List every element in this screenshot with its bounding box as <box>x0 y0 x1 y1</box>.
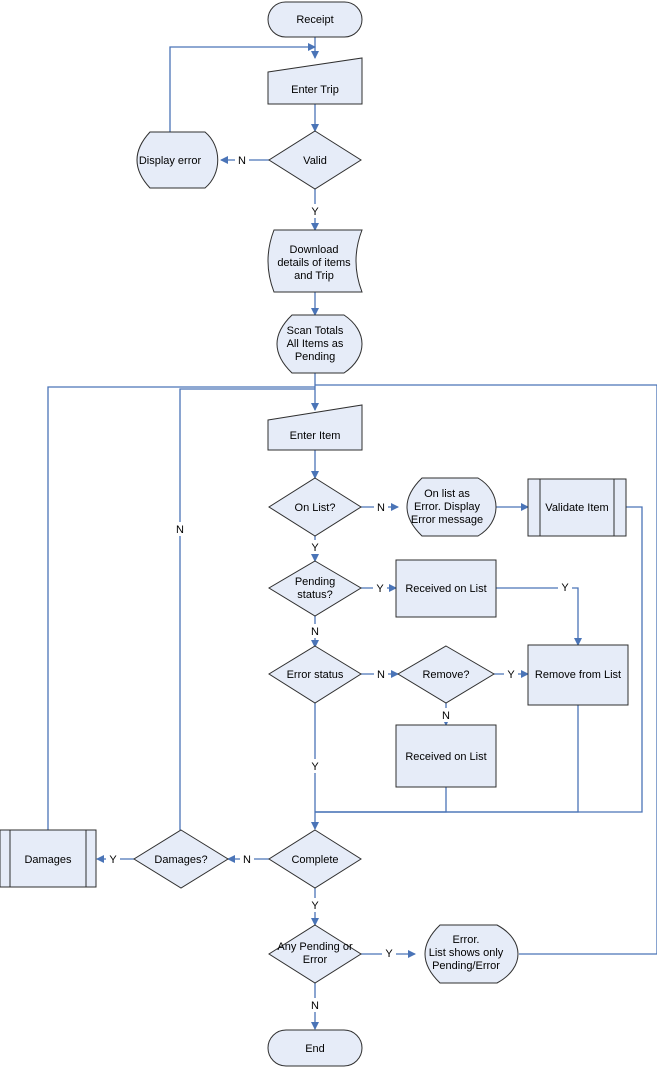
node-receipt[interactable]: Receipt <box>267 1 363 38</box>
node-damages[interactable]: Damages <box>0 829 97 888</box>
edge-received2-merge <box>315 787 447 813</box>
node-label: Pending <box>295 351 335 363</box>
node-enter-trip[interactable]: Enter Trip <box>267 57 363 105</box>
edge-removelist-merge <box>315 705 579 813</box>
node-label: Remove from List <box>535 669 621 681</box>
node-label: On List? <box>295 502 336 514</box>
edge-label: Y <box>376 583 384 595</box>
edge-damagesq-loop <box>179 388 315 830</box>
node-received-on-list-1[interactable]: Received on List <box>395 559 497 618</box>
nodes: Receipt Enter Trip Valid Display error D… <box>0 1 629 1067</box>
node-label: status? <box>297 589 332 601</box>
edge-label: Y <box>561 582 569 594</box>
node-label: Remove? <box>422 669 469 681</box>
node-label: Error <box>303 954 328 966</box>
node-label: details of items <box>277 257 351 269</box>
node-label: Error status <box>287 669 344 681</box>
node-validate-item[interactable]: Validate Item <box>527 478 627 537</box>
edge-damages-loop <box>47 386 315 830</box>
node-received-on-list-2[interactable]: Received on List <box>395 724 497 788</box>
node-remove-from-list[interactable]: Remove from List <box>527 644 629 706</box>
node-complete[interactable]: Complete <box>268 829 362 889</box>
node-valid[interactable]: Valid <box>268 130 362 190</box>
node-label: Pending <box>295 576 335 588</box>
node-label: All Items as <box>287 338 344 350</box>
node-label: List shows only <box>429 947 504 959</box>
edge-label: N <box>176 524 184 536</box>
node-label: Any Pending or <box>277 941 353 953</box>
node-label: Error. <box>453 934 480 946</box>
edge-label: Y <box>311 206 319 218</box>
edge-label: N <box>442 710 450 722</box>
node-remove[interactable]: Remove? <box>397 645 495 704</box>
node-label: Receipt <box>296 14 333 26</box>
node-end[interactable]: End <box>267 1029 363 1067</box>
node-label: On list as <box>424 488 470 500</box>
node-download[interactable]: Download details of items and Trip <box>267 229 363 293</box>
edge-label: N <box>377 669 385 681</box>
node-label: Enter Item <box>290 430 341 442</box>
edge-label: Y <box>311 542 319 554</box>
edge-label: N <box>311 1000 319 1012</box>
edge-label: N <box>311 626 319 638</box>
edge-label: Y <box>385 948 393 960</box>
node-label: Display error <box>139 155 202 167</box>
edge-errorlist-loop <box>315 384 657 955</box>
edge-label: Y <box>507 669 515 681</box>
node-label: Damages? <box>154 854 207 866</box>
node-label: Complete <box>291 854 338 866</box>
node-label: Received on List <box>405 583 486 595</box>
node-error-status[interactable]: Error status <box>268 645 362 704</box>
edge-label: Y <box>311 900 319 912</box>
node-damages-question[interactable]: Damages? <box>133 829 229 889</box>
node-label: and Trip <box>294 270 334 282</box>
node-error-list[interactable]: Error. List shows only Pending/Error <box>424 924 519 984</box>
edge-label: N <box>243 854 251 866</box>
node-scan-totals[interactable]: Scan Totals All Items as Pending <box>276 314 363 374</box>
node-label: Pending/Error <box>432 960 500 972</box>
edge-label: N <box>377 502 385 514</box>
edge-displayerror-entertrip <box>169 43 316 132</box>
edge-received1-remove <box>496 587 582 646</box>
node-label: Download <box>290 244 339 256</box>
node-label: Enter Trip <box>291 84 339 96</box>
node-enter-item[interactable]: Enter Item <box>267 404 363 451</box>
edge-label: N <box>238 155 246 167</box>
node-label: Validate Item <box>545 502 608 514</box>
node-any-pending-or-error[interactable]: Any Pending or Error <box>268 924 362 984</box>
edge-label: Y <box>109 854 117 866</box>
node-on-list-error[interactable]: On list as Error. Display Error message <box>406 477 497 537</box>
node-pending-status[interactable]: Pending status? <box>268 560 362 617</box>
edge-labels: N Y N Y Y N Y N Y N Y N Y N Y Y N <box>106 153 572 1012</box>
node-label: Error. Display <box>414 501 481 513</box>
node-label: Error message <box>411 514 483 526</box>
node-display-error[interactable]: Display error <box>136 131 219 189</box>
node-label: Scan Totals <box>287 325 344 337</box>
node-label: Received on List <box>405 751 486 763</box>
node-on-list[interactable]: On List? <box>268 477 362 537</box>
edge-label: Y <box>311 761 319 773</box>
node-label: Valid <box>303 155 327 167</box>
node-label: End <box>305 1043 325 1055</box>
node-label: Damages <box>24 854 72 866</box>
